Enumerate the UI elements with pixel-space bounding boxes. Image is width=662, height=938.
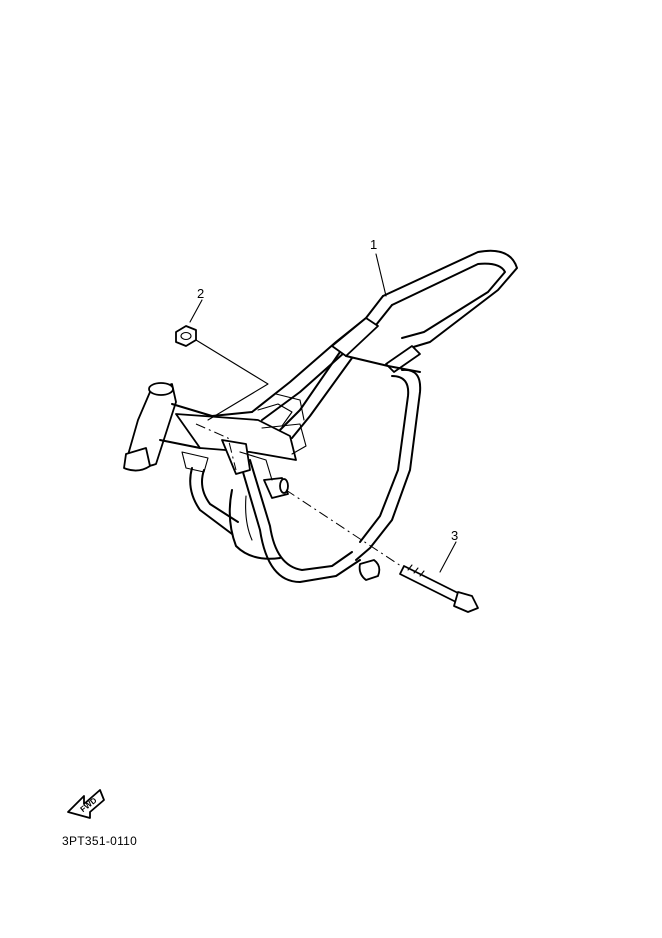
frame-center-tube-2 [291,357,353,439]
pivot-boss-end [279,478,289,494]
frame-rear-tube [355,368,422,561]
engine-mount-plate [221,439,251,475]
frame-front-downtube-inner [201,469,239,523]
lower-mount-boss [358,559,381,581]
frame-cross-member [331,317,379,357]
frame-lower-cradle-inner [249,459,353,571]
frame-cross-member-right [385,345,421,373]
frame-lower-cradle [239,461,361,583]
callout-3: 3 [451,528,459,543]
frame-rear-tube-inner [359,375,410,543]
gusset-bracket [261,423,307,455]
frame-top-loop-inner [391,262,506,339]
main-frame [123,249,518,583]
side-bracket [239,451,273,481]
callout-2: 2 [197,286,205,301]
leader-lines [189,253,457,573]
nut [175,325,197,347]
head-tube-top [148,382,174,396]
frame-upper-tube [251,295,384,413]
engine-body [228,489,281,560]
gusset-bracket-2 [275,393,305,421]
upper-bracket [257,403,293,427]
bolt [399,564,479,613]
fwd-arrow-icon: FWD [67,789,105,819]
head-tube-bottom [123,447,151,472]
callout-1: 1 [370,237,378,252]
lower-bracket [181,451,209,473]
frame-front-downtube [189,467,233,535]
frame-gusset [175,413,297,461]
engine-detail [245,495,253,541]
frame-top-loop-outer [382,249,518,349]
frame-center-tube [279,351,341,431]
diagram-part-number: 3PT351-0110 [62,834,138,848]
